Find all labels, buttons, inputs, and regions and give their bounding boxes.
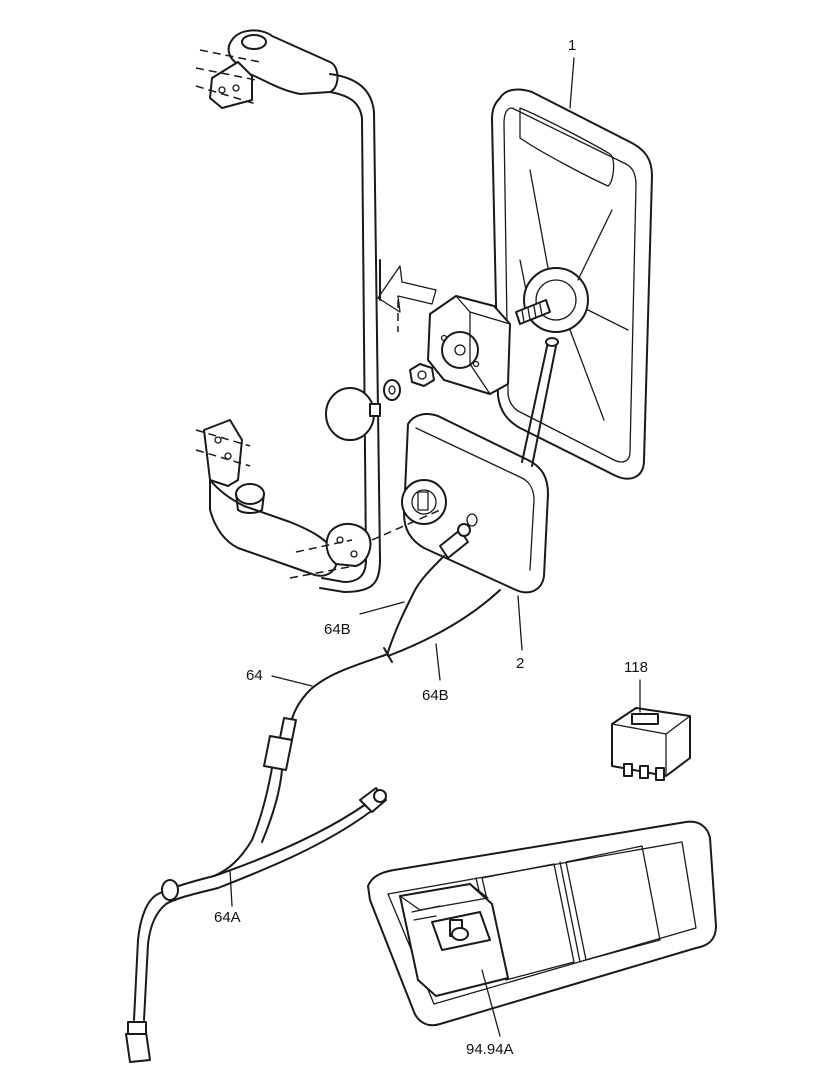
housing-connector [439, 523, 471, 559]
upper-mirror-arm [195, 29, 381, 561]
leader-line-64B-lower [435, 643, 441, 681]
label-1: 1 [568, 37, 576, 54]
label-94-94A: 94.94A [466, 1041, 514, 1058]
label-2: 2 [516, 655, 524, 672]
mirror-glass-assembly [491, 88, 653, 480]
leader-line-1 [569, 57, 575, 109]
leader-line-64A [229, 869, 233, 907]
wiring-harness [125, 555, 501, 1063]
leader-line-64 [271, 675, 313, 687]
switch-panel [367, 820, 717, 1027]
leader-line-2 [517, 595, 523, 651]
leader-line-94-94A [481, 969, 501, 1037]
nut-and-washer [383, 363, 435, 401]
label-64B-lower: 64B [422, 687, 449, 704]
label-118: 118 [624, 659, 648, 676]
direction-arrow [377, 265, 437, 332]
label-64A: 64A [214, 909, 241, 926]
lower-mirror-bracket [195, 419, 381, 593]
round-cap [325, 387, 381, 441]
mirror-motor-housing [427, 295, 511, 395]
label-64: 64 [246, 667, 263, 684]
label-64B-upper: 64B [324, 621, 351, 638]
leader-line-64B-upper [359, 601, 405, 615]
relay-118 [611, 707, 691, 781]
